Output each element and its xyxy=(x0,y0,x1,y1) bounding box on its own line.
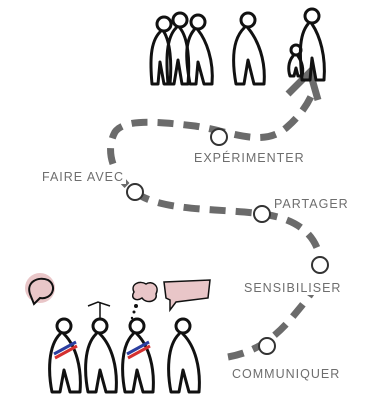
step-label-faire-avec: FAIRE AVEC xyxy=(40,170,126,184)
step-label-communiquer: COMMUNIQUER xyxy=(230,367,342,381)
milestone-sensibiliser xyxy=(312,257,328,273)
step-label-experimenter: EXPÉRIMENTER xyxy=(192,151,307,165)
milestone-faire-avec xyxy=(127,184,143,200)
speech-bubble-icon xyxy=(25,273,110,318)
step-label-partager: PARTAGER xyxy=(272,197,351,211)
people-group-top-icon xyxy=(151,9,324,84)
people-group-bottom-icon xyxy=(50,319,200,392)
thought-cloud-icon xyxy=(131,280,210,319)
milestone-partager xyxy=(254,206,270,222)
milestone-communiquer xyxy=(259,338,275,354)
milestone-experimenter xyxy=(211,129,227,145)
step-label-sensibiliser: SENSIBILISER xyxy=(242,281,343,295)
